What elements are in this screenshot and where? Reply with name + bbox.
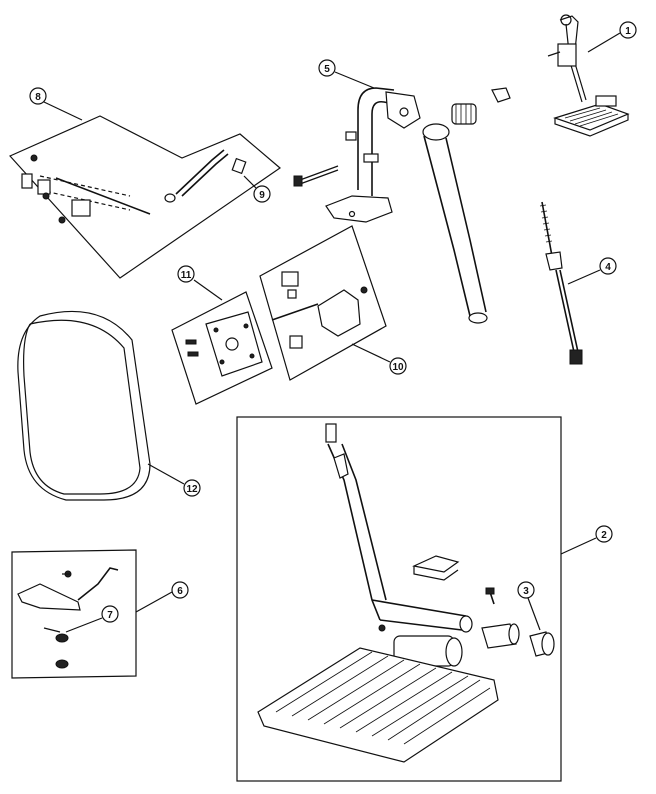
callout-8: 8: [29, 87, 83, 121]
callout-6-label: 6: [177, 586, 183, 597]
callout-3: 3: [517, 581, 541, 631]
part-hanger-bracket: [325, 87, 421, 223]
callout-2: 2: [560, 525, 613, 555]
callout-7: 7: [65, 605, 119, 633]
callout-7-label: 7: [107, 610, 113, 621]
callout-9: 9: [243, 175, 271, 203]
part-calf-pad: [17, 310, 151, 501]
callout-12: 12: [147, 463, 201, 497]
callout-3-label: 3: [523, 586, 529, 597]
callout-1: 1: [587, 21, 637, 53]
callout-12-label: 12: [186, 484, 198, 495]
callout-2-label: 2: [601, 530, 607, 541]
callout-6: 6: [135, 581, 189, 613]
part-footrest-assembly-small: [547, 14, 630, 137]
part-plate-panel: [171, 291, 273, 405]
part-bolt: [293, 165, 339, 187]
part-bracket-panel: [259, 225, 387, 381]
callout-4: 4: [567, 257, 617, 285]
part-end-cap: [529, 631, 555, 657]
part-footrest-assembly-large: [236, 416, 562, 782]
callout-11-label: 11: [181, 270, 192, 281]
callout-1-label: 1: [625, 26, 631, 37]
callout-10: 10: [351, 343, 407, 375]
part-tube-curved: [422, 123, 488, 324]
part-lever-assembly: [11, 549, 137, 679]
part-threaded-rod: [539, 201, 583, 365]
callout-9-label: 9: [259, 190, 265, 201]
callout-10-label: 10: [392, 362, 404, 373]
callout-11: 11: [177, 265, 223, 301]
callout-4-label: 4: [605, 262, 611, 273]
callout-5-label: 5: [324, 64, 330, 75]
callout-5: 5: [318, 59, 375, 89]
callout-8-label: 8: [35, 92, 41, 103]
part-bushing: [451, 87, 511, 125]
part-hardware-panel: [9, 115, 281, 279]
